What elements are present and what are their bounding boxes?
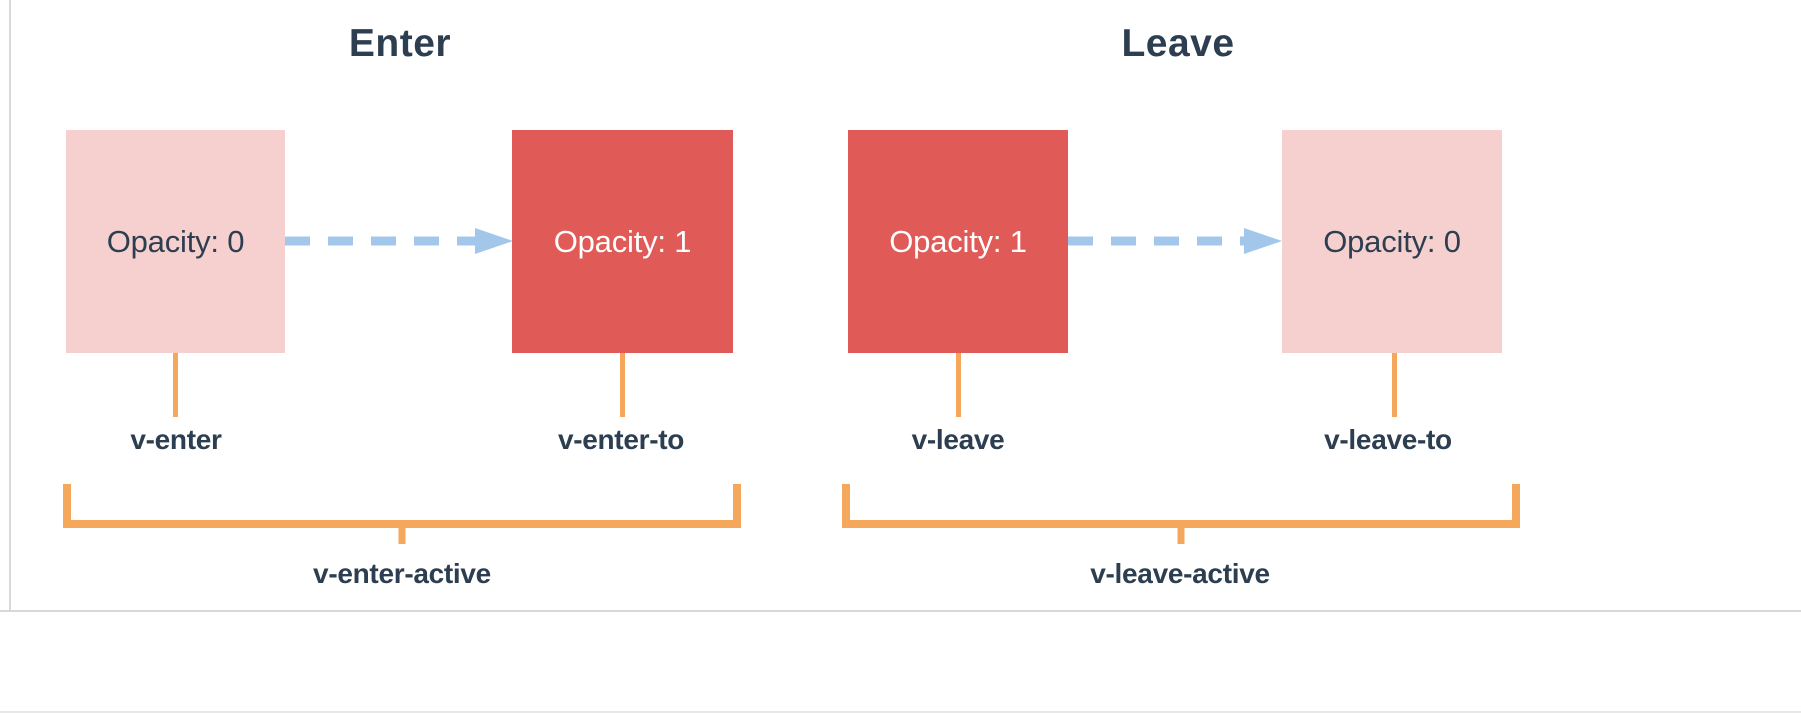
page-left-border	[9, 0, 11, 612]
box-v-leave-text: Opacity: 1	[889, 223, 1027, 259]
node-label-v-leave-to: v-leave-to	[1324, 424, 1452, 455]
box-v-leave-to: Opacity: 0	[1282, 130, 1502, 353]
connector-stem-v-enter	[173, 353, 178, 417]
box-v-leave-to-text: Opacity: 0	[1323, 223, 1461, 259]
box-v-enter: Opacity: 0	[66, 130, 285, 353]
box-v-enter-to-text: Opacity: 1	[553, 223, 692, 259]
connector-stem-v-leave	[956, 353, 961, 417]
node-label-v-leave: v-leave	[911, 424, 1005, 455]
page-bottom-border	[0, 610, 1801, 612]
bracket-label-v-leave-active: v-leave-active	[1090, 558, 1270, 589]
connector-stem-v-leave-to	[1392, 353, 1397, 417]
node-label-v-enter-to: v-enter-to	[557, 424, 685, 455]
dashed-arrow-right-icon-enter	[285, 226, 513, 256]
page-bottom-border-secondary	[0, 711, 1801, 713]
dashed-arrow-right-icon-leave	[1068, 226, 1282, 256]
box-v-enter-text: Opacity: 0	[106, 223, 245, 259]
connector-stem-v-enter-to	[620, 353, 625, 417]
section-title-leave: Leave	[1121, 22, 1235, 65]
bracket-label-v-enter-active: v-enter-active	[313, 558, 491, 589]
bracket-v-enter-active	[62, 484, 742, 546]
box-v-enter-to: Opacity: 1	[512, 130, 733, 353]
section-title-enter: Enter	[348, 22, 452, 65]
bracket-v-leave-active	[841, 484, 1521, 546]
box-v-leave: Opacity: 1	[848, 130, 1068, 353]
node-label-v-enter: v-enter	[130, 424, 222, 455]
